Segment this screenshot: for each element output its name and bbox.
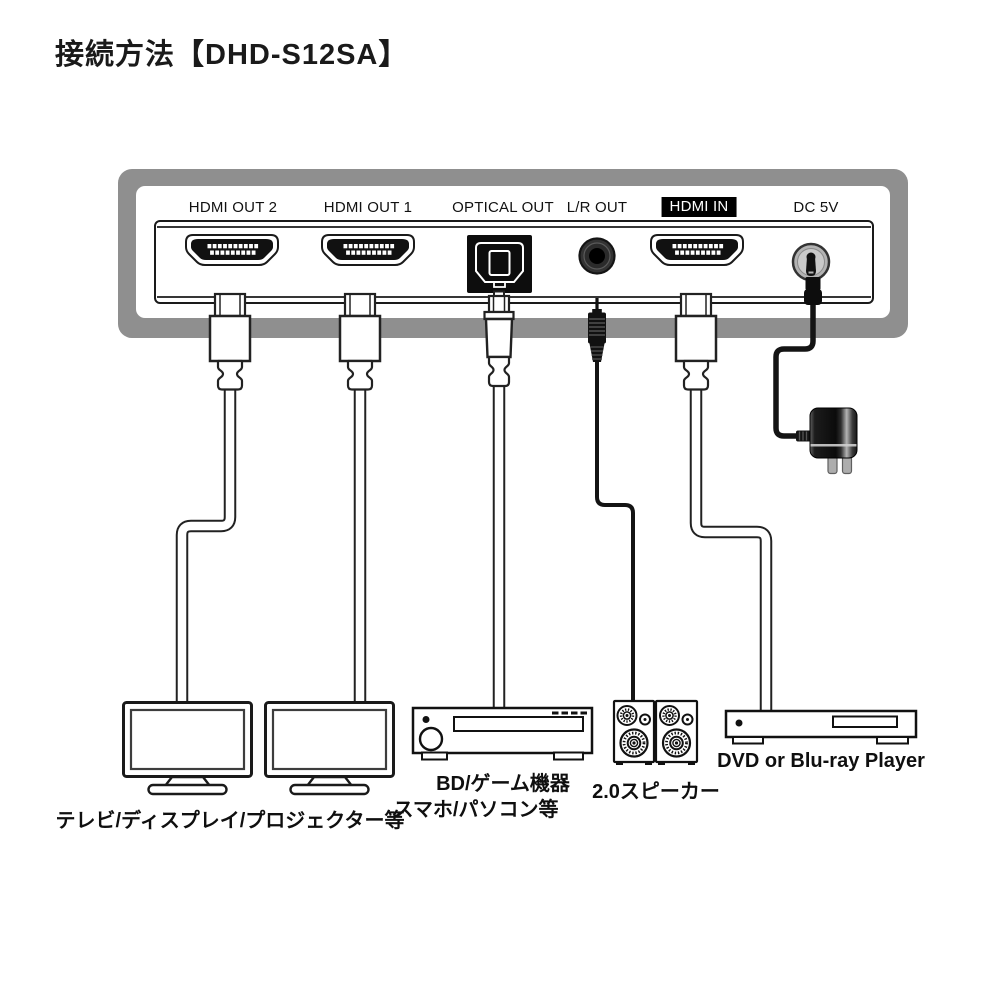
dc-5v-port-icon [791, 242, 831, 282]
bd-disc-slot [453, 716, 584, 732]
hdmi-out-2-plug [208, 292, 252, 391]
dc-5v-label: DC 5V [793, 199, 839, 216]
hdmi-out-1-plug [338, 292, 382, 391]
cables [175, 302, 816, 713]
optical-plug [483, 290, 515, 388]
bd-device-label-line2: スマホ/パソコン等 [393, 799, 559, 821]
lr-audio-cable [595, 360, 635, 702]
bd-knob [418, 726, 444, 752]
displays-label: テレビ/ディスプレイ/プロジェクター等 [55, 810, 405, 832]
adapter-prong [841, 455, 853, 475]
bd-device-label-line1: BD/ゲーム機器 [436, 773, 570, 795]
adapter-prong [827, 455, 838, 475]
hdmi-out-2-cable [175, 386, 237, 703]
bd-game-device [411, 706, 594, 761]
dvd-player-label: DVD or Blu-ray Player [717, 750, 925, 772]
optical-out-label: OPTICAL OUT [452, 199, 554, 216]
optical-out-port-icon [467, 235, 532, 293]
dvd-led-dot [735, 719, 743, 727]
hdmi-out-2-label: HDMI OUT 2 [188, 199, 278, 216]
power-adapter [796, 407, 858, 475]
speaker-left [612, 699, 656, 765]
hdmi-out-2-port-icon [185, 234, 279, 266]
plugs [208, 277, 822, 391]
hdmi-in-plug [674, 292, 718, 391]
power-cable [773, 302, 816, 439]
dc-plug [804, 277, 822, 305]
hdmi-out-1-port-icon [321, 234, 415, 266]
page-title: 接続方法【DHD-S12SA】 [55, 39, 409, 71]
hdmi-in-cable [689, 386, 773, 713]
dvd-player-device [724, 709, 918, 745]
dvd-tray [832, 715, 898, 728]
hdmi-out-1-label: HDMI OUT 1 [323, 199, 413, 216]
monitor-1 [122, 701, 253, 796]
speaker-right [654, 699, 699, 765]
monitor-2 [264, 701, 395, 796]
hdmi-in-port-icon [650, 234, 744, 266]
minijack-plug [588, 298, 606, 362]
bd-vent-dashes [552, 711, 587, 715]
bd-led-dot [422, 716, 430, 723]
devices [122, 407, 918, 796]
speakers-label: 2.0スピーカー [592, 781, 720, 803]
lr-out-label: L/R OUT [566, 199, 628, 216]
lr-out-port-icon [578, 237, 616, 275]
hdmi-in-badge: HDMI IN [661, 197, 737, 217]
